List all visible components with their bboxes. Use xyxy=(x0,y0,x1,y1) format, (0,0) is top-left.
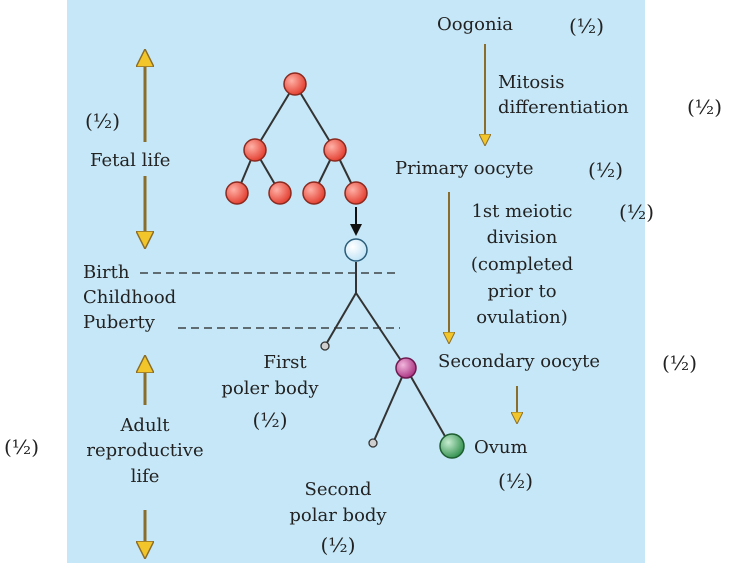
meiotic-line1: 1st meiotic xyxy=(471,201,572,222)
oogonium-cell xyxy=(244,139,266,161)
ovum-mark: (½) xyxy=(498,469,533,493)
secondary-oocyte-label: Secondary oocyte xyxy=(438,351,600,372)
adult-life-mark: (½) xyxy=(4,435,39,459)
second-polar-mark: (½) xyxy=(321,533,356,557)
oogonium-cell xyxy=(269,182,291,204)
meiotic-line2: division xyxy=(487,227,558,248)
oogonia-label: Oogonia xyxy=(437,14,513,35)
oogonium-cell xyxy=(303,182,325,204)
secondary-oocyte-mark: (½) xyxy=(662,351,697,375)
fetal-life-label: Fetal life xyxy=(90,150,170,171)
second-polar-line2: polar body xyxy=(289,505,387,526)
meiotic-line4: prior to xyxy=(487,281,556,302)
first-polar-line2: poler body xyxy=(221,378,319,399)
mitosis-mark: (½) xyxy=(687,95,722,119)
meiotic-mark: (½) xyxy=(619,200,654,224)
oogonia-mark: (½) xyxy=(569,14,604,38)
ovum-cell xyxy=(440,434,464,458)
adult-line1-label: Adult xyxy=(119,415,170,436)
primary-oocyte-cell xyxy=(345,239,367,261)
secondary-oocyte-cell xyxy=(396,358,416,378)
mitosis-line2: differentiation xyxy=(498,97,629,118)
birth-label: Birth xyxy=(83,262,130,283)
primary-oocyte-mark: (½) xyxy=(588,158,623,182)
oogonium-cell xyxy=(226,182,248,204)
second-polar-line1: Second xyxy=(304,479,371,500)
first-polar-body xyxy=(321,342,329,350)
adult-line2-label: reproductive xyxy=(86,440,203,461)
ovum-label: Ovum xyxy=(474,437,528,458)
adult-line3-label: life xyxy=(131,466,160,487)
meiotic-line5: ovulation) xyxy=(476,307,568,328)
fetal-life-mark: (½) xyxy=(85,109,120,133)
mitosis-line1: Mitosis xyxy=(498,72,565,93)
childhood-label: Childhood xyxy=(83,287,176,308)
primary-oocyte-label: Primary oocyte xyxy=(395,158,534,179)
first-polar-mark: (½) xyxy=(253,408,288,432)
puberty-label: Puberty xyxy=(83,312,156,333)
oogonium-cell xyxy=(324,139,346,161)
meiotic-line3: (completed xyxy=(471,254,573,275)
oogonium-cell xyxy=(345,182,367,204)
oogonium-cell xyxy=(284,73,306,95)
second-polar-body xyxy=(369,439,377,447)
first-polar-line1: First xyxy=(263,352,307,373)
